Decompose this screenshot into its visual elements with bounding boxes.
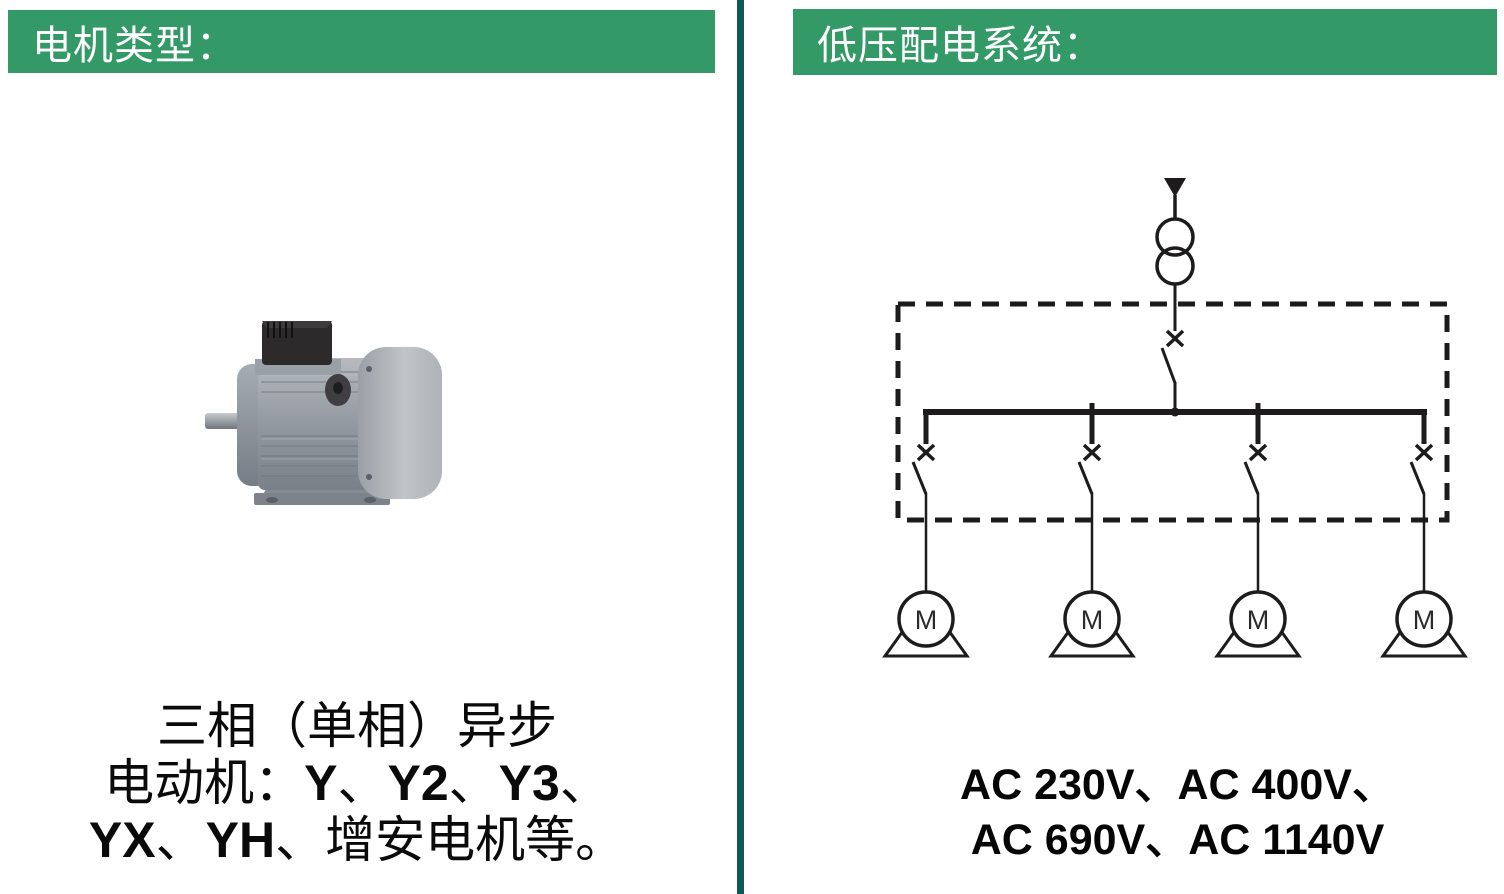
motor-symbol: M bbox=[882, 590, 970, 658]
feeder-3: M bbox=[1214, 403, 1302, 658]
feeder-4: M bbox=[1380, 409, 1468, 658]
motor-label: M bbox=[1081, 605, 1104, 635]
right-panel-title: 低压配电系统： bbox=[817, 23, 1104, 68]
caption-line-1: 三相（单相）异步 bbox=[157, 698, 557, 754]
motor-symbol: M bbox=[1380, 590, 1468, 658]
incoming-breaker-icon bbox=[1165, 329, 1185, 348]
motor-photo bbox=[205, 321, 442, 505]
left-panel-header: 电机类型： bbox=[8, 10, 715, 73]
feeder-switch-blade bbox=[1409, 461, 1426, 495]
lifting-plug bbox=[325, 374, 351, 406]
feeder-switch-blade bbox=[911, 461, 928, 495]
voltage-list: AC 230V、AC 400V、 AC 690V、AC 1140V bbox=[855, 758, 1500, 868]
motor-symbol: M bbox=[1214, 590, 1302, 658]
incoming-feeder bbox=[1155, 178, 1195, 417]
motor-types-caption: 三相（单相）异步 电动机：Y、Y2、Y3、 YX、YH、增安电机等。 bbox=[42, 698, 672, 869]
transformer-icon bbox=[1155, 217, 1195, 286]
motor-symbol: M bbox=[1048, 590, 1136, 658]
feeder-switch-blade bbox=[1243, 461, 1260, 495]
utility-feed-arrow-icon bbox=[1164, 178, 1186, 197]
incoming-switch-blade bbox=[1160, 347, 1177, 384]
voltage-line-2: AC 690V、AC 1140V bbox=[970, 816, 1385, 864]
motor-label: M bbox=[915, 605, 938, 635]
motor-end-cap bbox=[358, 347, 442, 499]
left-panel-title: 电机类型： bbox=[32, 22, 237, 68]
feeder-breaker-icon bbox=[1248, 443, 1268, 462]
feeder-1: M bbox=[882, 409, 970, 658]
terminal-box bbox=[255, 321, 341, 375]
right-panel-header: 低压配电系统： bbox=[793, 9, 1497, 75]
voltage-line-1: AC 230V、AC 400V、 bbox=[960, 761, 1395, 809]
switchboard-dashed-boundary bbox=[895, 301, 1450, 523]
feeder-switch-blade bbox=[1077, 461, 1094, 495]
caption-line-2: 电动机：Y、Y2、Y3、 bbox=[104, 755, 610, 811]
feeder-breaker-icon bbox=[916, 443, 936, 462]
motor-label: M bbox=[1247, 605, 1270, 635]
single-line-diagram: M M bbox=[882, 178, 1468, 658]
motor-label: M bbox=[1413, 605, 1436, 635]
feeder-breaker-icon bbox=[1414, 443, 1434, 462]
caption-line-3: YX、YH、增安电机等。 bbox=[88, 812, 626, 868]
feeder-2: M bbox=[1048, 403, 1136, 658]
feeder-breaker-icon bbox=[1082, 443, 1102, 462]
panel-divider bbox=[737, 0, 744, 894]
